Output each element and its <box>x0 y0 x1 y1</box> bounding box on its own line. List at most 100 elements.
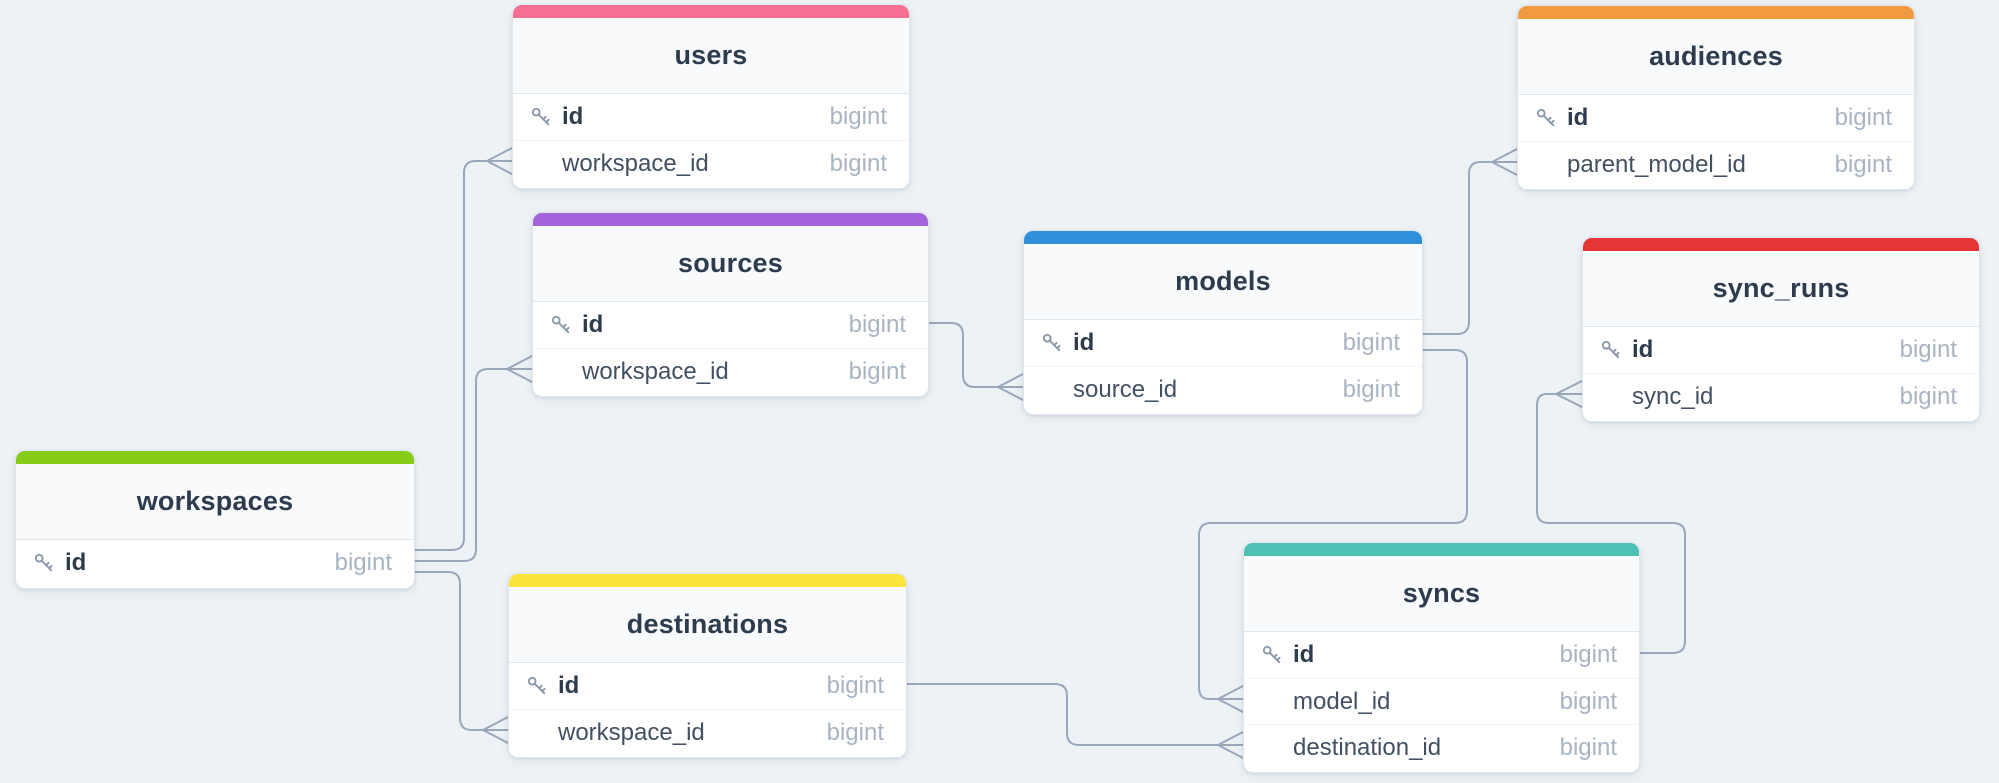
table-title: workspaces <box>136 486 294 516</box>
relationship-destinations.id-to-syncs.destination_id <box>906 683 1244 759</box>
crows-foot-marker <box>1217 731 1244 759</box>
field-name: source_id <box>1073 375 1178 403</box>
primary-key-icon <box>525 674 549 698</box>
primary-key-icon <box>529 105 553 129</box>
primary-key-icon <box>549 313 573 337</box>
field-type: bigint <box>1559 641 1617 668</box>
table-title: sources <box>678 248 783 278</box>
field-type: bigint <box>829 149 887 177</box>
table-header: destinations <box>509 587 906 663</box>
table-header: audiences <box>1518 19 1914 95</box>
table-title: syncs <box>1402 578 1481 608</box>
table-accent-bar <box>1583 238 1979 251</box>
field-name: id <box>1293 641 1315 668</box>
relationship-workspaces.id-to-destinations.workspace_id <box>414 571 509 744</box>
table-accent-bar <box>1024 231 1422 244</box>
relationship-workspaces.id-to-users.workspace_id <box>414 147 513 551</box>
field-row-id: id bigint <box>1244 632 1639 678</box>
crows-foot-marker <box>1217 685 1244 713</box>
field-name: workspace_id <box>562 149 709 177</box>
table-workspaces[interactable]: workspaces id bigint <box>15 450 415 589</box>
field-type: bigint <box>829 103 887 130</box>
field-row-workspace_id: workspace_id bigint <box>513 140 909 186</box>
field-row-workspace_id: workspace_id bigint <box>509 709 906 755</box>
relationship-sources.id-to-models.source_id <box>928 322 1024 401</box>
field-name: id <box>562 103 584 130</box>
field-name: model_id <box>1293 687 1391 715</box>
field-name: id <box>65 549 87 576</box>
table-field-list: id bigint workspace_id bigint <box>533 302 928 396</box>
field-type: bigint <box>1834 104 1892 131</box>
table-title: users <box>674 40 748 70</box>
table-title: sync_runs <box>1712 273 1850 303</box>
table-header: syncs <box>1244 556 1639 632</box>
crows-foot-marker <box>506 355 533 383</box>
field-row-destination_id: destination_id bigint <box>1244 724 1639 770</box>
field-name: id <box>1567 104 1589 131</box>
table-title: audiences <box>1649 41 1783 71</box>
field-type: bigint <box>826 718 884 746</box>
field-type: bigint <box>848 357 906 385</box>
table-field-list: id bigint workspace_id bigint <box>509 663 906 757</box>
field-type: bigint <box>1559 733 1617 761</box>
table-sources[interactable]: sources id bigint workspace_id bigint <box>532 212 929 397</box>
table-field-list: id bigint <box>16 540 414 588</box>
table-header: workspaces <box>16 464 414 540</box>
field-type: bigint <box>848 311 906 338</box>
crows-foot-marker <box>997 373 1024 401</box>
field-name: sync_id <box>1632 382 1714 410</box>
field-type: bigint <box>1342 329 1400 356</box>
table-accent-bar <box>513 5 909 18</box>
field-row-source_id: source_id bigint <box>1024 366 1422 412</box>
field-row-id: id bigint <box>533 302 928 348</box>
field-name: workspace_id <box>582 357 729 385</box>
field-type: bigint <box>1899 382 1957 410</box>
field-type: bigint <box>334 549 392 576</box>
table-accent-bar <box>533 213 928 226</box>
table-destinations[interactable]: destinations id bigint workspace_id bigint <box>508 573 907 758</box>
field-row-workspace_id: workspace_id bigint <box>533 348 928 394</box>
field-name: destination_id <box>1293 733 1442 761</box>
table-header: models <box>1024 244 1422 320</box>
crows-foot-marker <box>1555 380 1583 408</box>
field-row-id: id bigint <box>509 663 906 709</box>
table-header: sync_runs <box>1583 251 1979 327</box>
field-type: bigint <box>1342 375 1400 403</box>
field-type: bigint <box>1559 687 1617 715</box>
table-header: users <box>513 18 909 94</box>
field-row-id: id bigint <box>513 94 909 140</box>
table-header: sources <box>533 226 928 302</box>
field-name: id <box>582 311 604 338</box>
field-row-id: id bigint <box>16 540 414 586</box>
primary-key-icon <box>32 551 56 575</box>
field-name: id <box>558 672 580 699</box>
field-row-model_id: model_id bigint <box>1244 678 1639 724</box>
primary-key-icon <box>1599 338 1623 362</box>
primary-key-icon <box>1040 331 1064 355</box>
field-type: bigint <box>1899 336 1957 363</box>
crows-foot-marker <box>1491 148 1518 176</box>
table-accent-bar <box>509 574 906 587</box>
field-type: bigint <box>1834 150 1892 178</box>
relationship-models.id-to-audiences.parent_model_id <box>1422 148 1518 335</box>
field-name: workspace_id <box>558 718 705 746</box>
field-type: bigint <box>826 672 884 699</box>
table-title: models <box>1175 266 1271 296</box>
table-users[interactable]: users id bigint workspace_id bigint <box>512 4 910 189</box>
field-row-id: id bigint <box>1518 95 1914 141</box>
field-row-sync_id: sync_id bigint <box>1583 373 1979 419</box>
primary-key-icon <box>1534 106 1558 130</box>
crows-foot-marker <box>486 147 513 175</box>
crows-foot-marker <box>482 716 509 744</box>
